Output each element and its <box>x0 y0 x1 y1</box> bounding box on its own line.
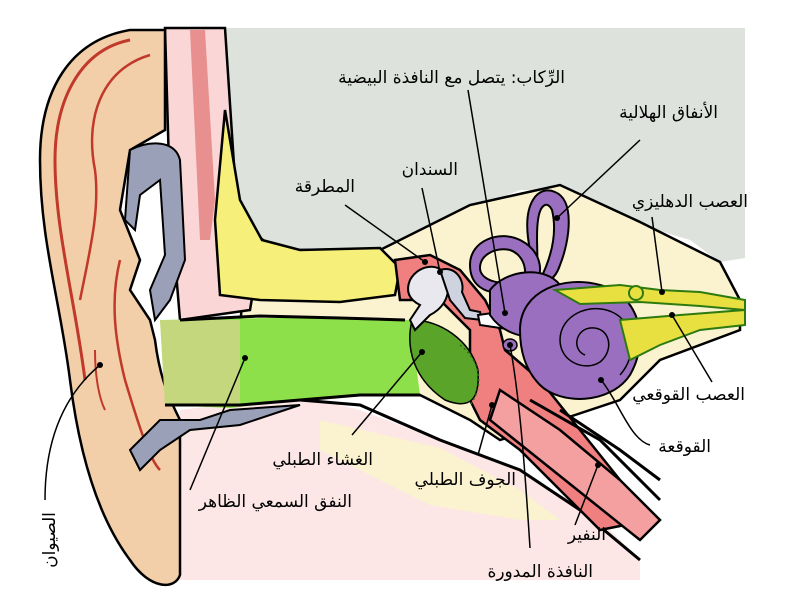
ear-canal-bottom-line <box>165 393 420 407</box>
leader-stapes <box>467 89 506 314</box>
label-stapes: الرِّكاب: يتصل مع النافذة البيضية <box>338 68 565 88</box>
label-vestibular-nerve: العصب الدهليزي <box>632 192 748 212</box>
leader-dot <box>598 377 604 383</box>
cartilage-lower <box>128 404 301 472</box>
leader-eustachian <box>574 464 599 526</box>
leader-eardrum <box>351 351 423 436</box>
leader-dot <box>507 342 513 348</box>
tube-line-2 <box>559 408 661 482</box>
label-tympanic-cavity: الجوف الطبلي <box>415 470 516 490</box>
leader-vestibular-nerve <box>651 216 663 293</box>
cochlear-nerve <box>618 308 746 362</box>
leader-dot <box>595 462 601 468</box>
leader-incus <box>421 187 441 273</box>
leader-ear-canal <box>189 357 246 491</box>
leader-dot <box>489 402 495 408</box>
skin-dark-strip <box>190 30 215 240</box>
label-cochlea: القوقعة <box>658 437 711 457</box>
leader-dot <box>437 269 443 275</box>
cochlea <box>518 281 641 400</box>
leader-dot <box>422 259 428 265</box>
pinna-fold-3 <box>94 349 106 411</box>
leader-cochlear-nerve <box>671 314 713 383</box>
label-eustachian-tube: النفير <box>567 525 606 545</box>
label-cochlear-nerve: العصب القوقعي <box>632 385 745 405</box>
leader-malleus <box>344 204 426 263</box>
leader-semicircular <box>556 139 641 219</box>
label-tympanic-membrane: الغشاء الطبلي <box>272 450 373 470</box>
leader-dot <box>659 289 665 295</box>
label-ear-canal: النفق السمعي الظاهر <box>198 492 352 512</box>
pinna-rim <box>53 38 131 381</box>
malleus <box>407 265 450 332</box>
lower-yellow <box>320 420 560 520</box>
label-semicircular-canals: الأنفاق الهلالية <box>619 102 718 123</box>
leader-dot <box>419 349 425 355</box>
leader-dot <box>97 362 103 368</box>
label-malleus: المطرقة <box>295 177 355 197</box>
ear-canal-top-line <box>179 314 406 322</box>
leader-cochlea <box>600 379 651 446</box>
pinna-fold <box>78 53 151 301</box>
leader-round-window <box>509 344 531 549</box>
label-round-window: النافذة المدورة <box>487 562 593 582</box>
cartilage-upper <box>123 142 187 323</box>
vestibular-ganglion <box>628 285 644 301</box>
leader-dot <box>669 312 675 318</box>
eardrum-dotted <box>459 344 480 406</box>
leader-tympanic-cavity <box>477 404 493 456</box>
leader-dot <box>554 215 560 221</box>
label-pinna: الصيوان <box>40 512 60 568</box>
incus <box>438 268 484 322</box>
tube-line-1 <box>529 398 662 502</box>
ear-canal-fade <box>160 320 240 405</box>
temporal-bone <box>225 28 745 262</box>
leader-pinna <box>44 364 101 501</box>
eustachian-tube <box>488 388 662 542</box>
leader-dot <box>502 310 508 316</box>
label-incus: السندان <box>402 160 458 180</box>
leader-dot <box>242 355 248 361</box>
